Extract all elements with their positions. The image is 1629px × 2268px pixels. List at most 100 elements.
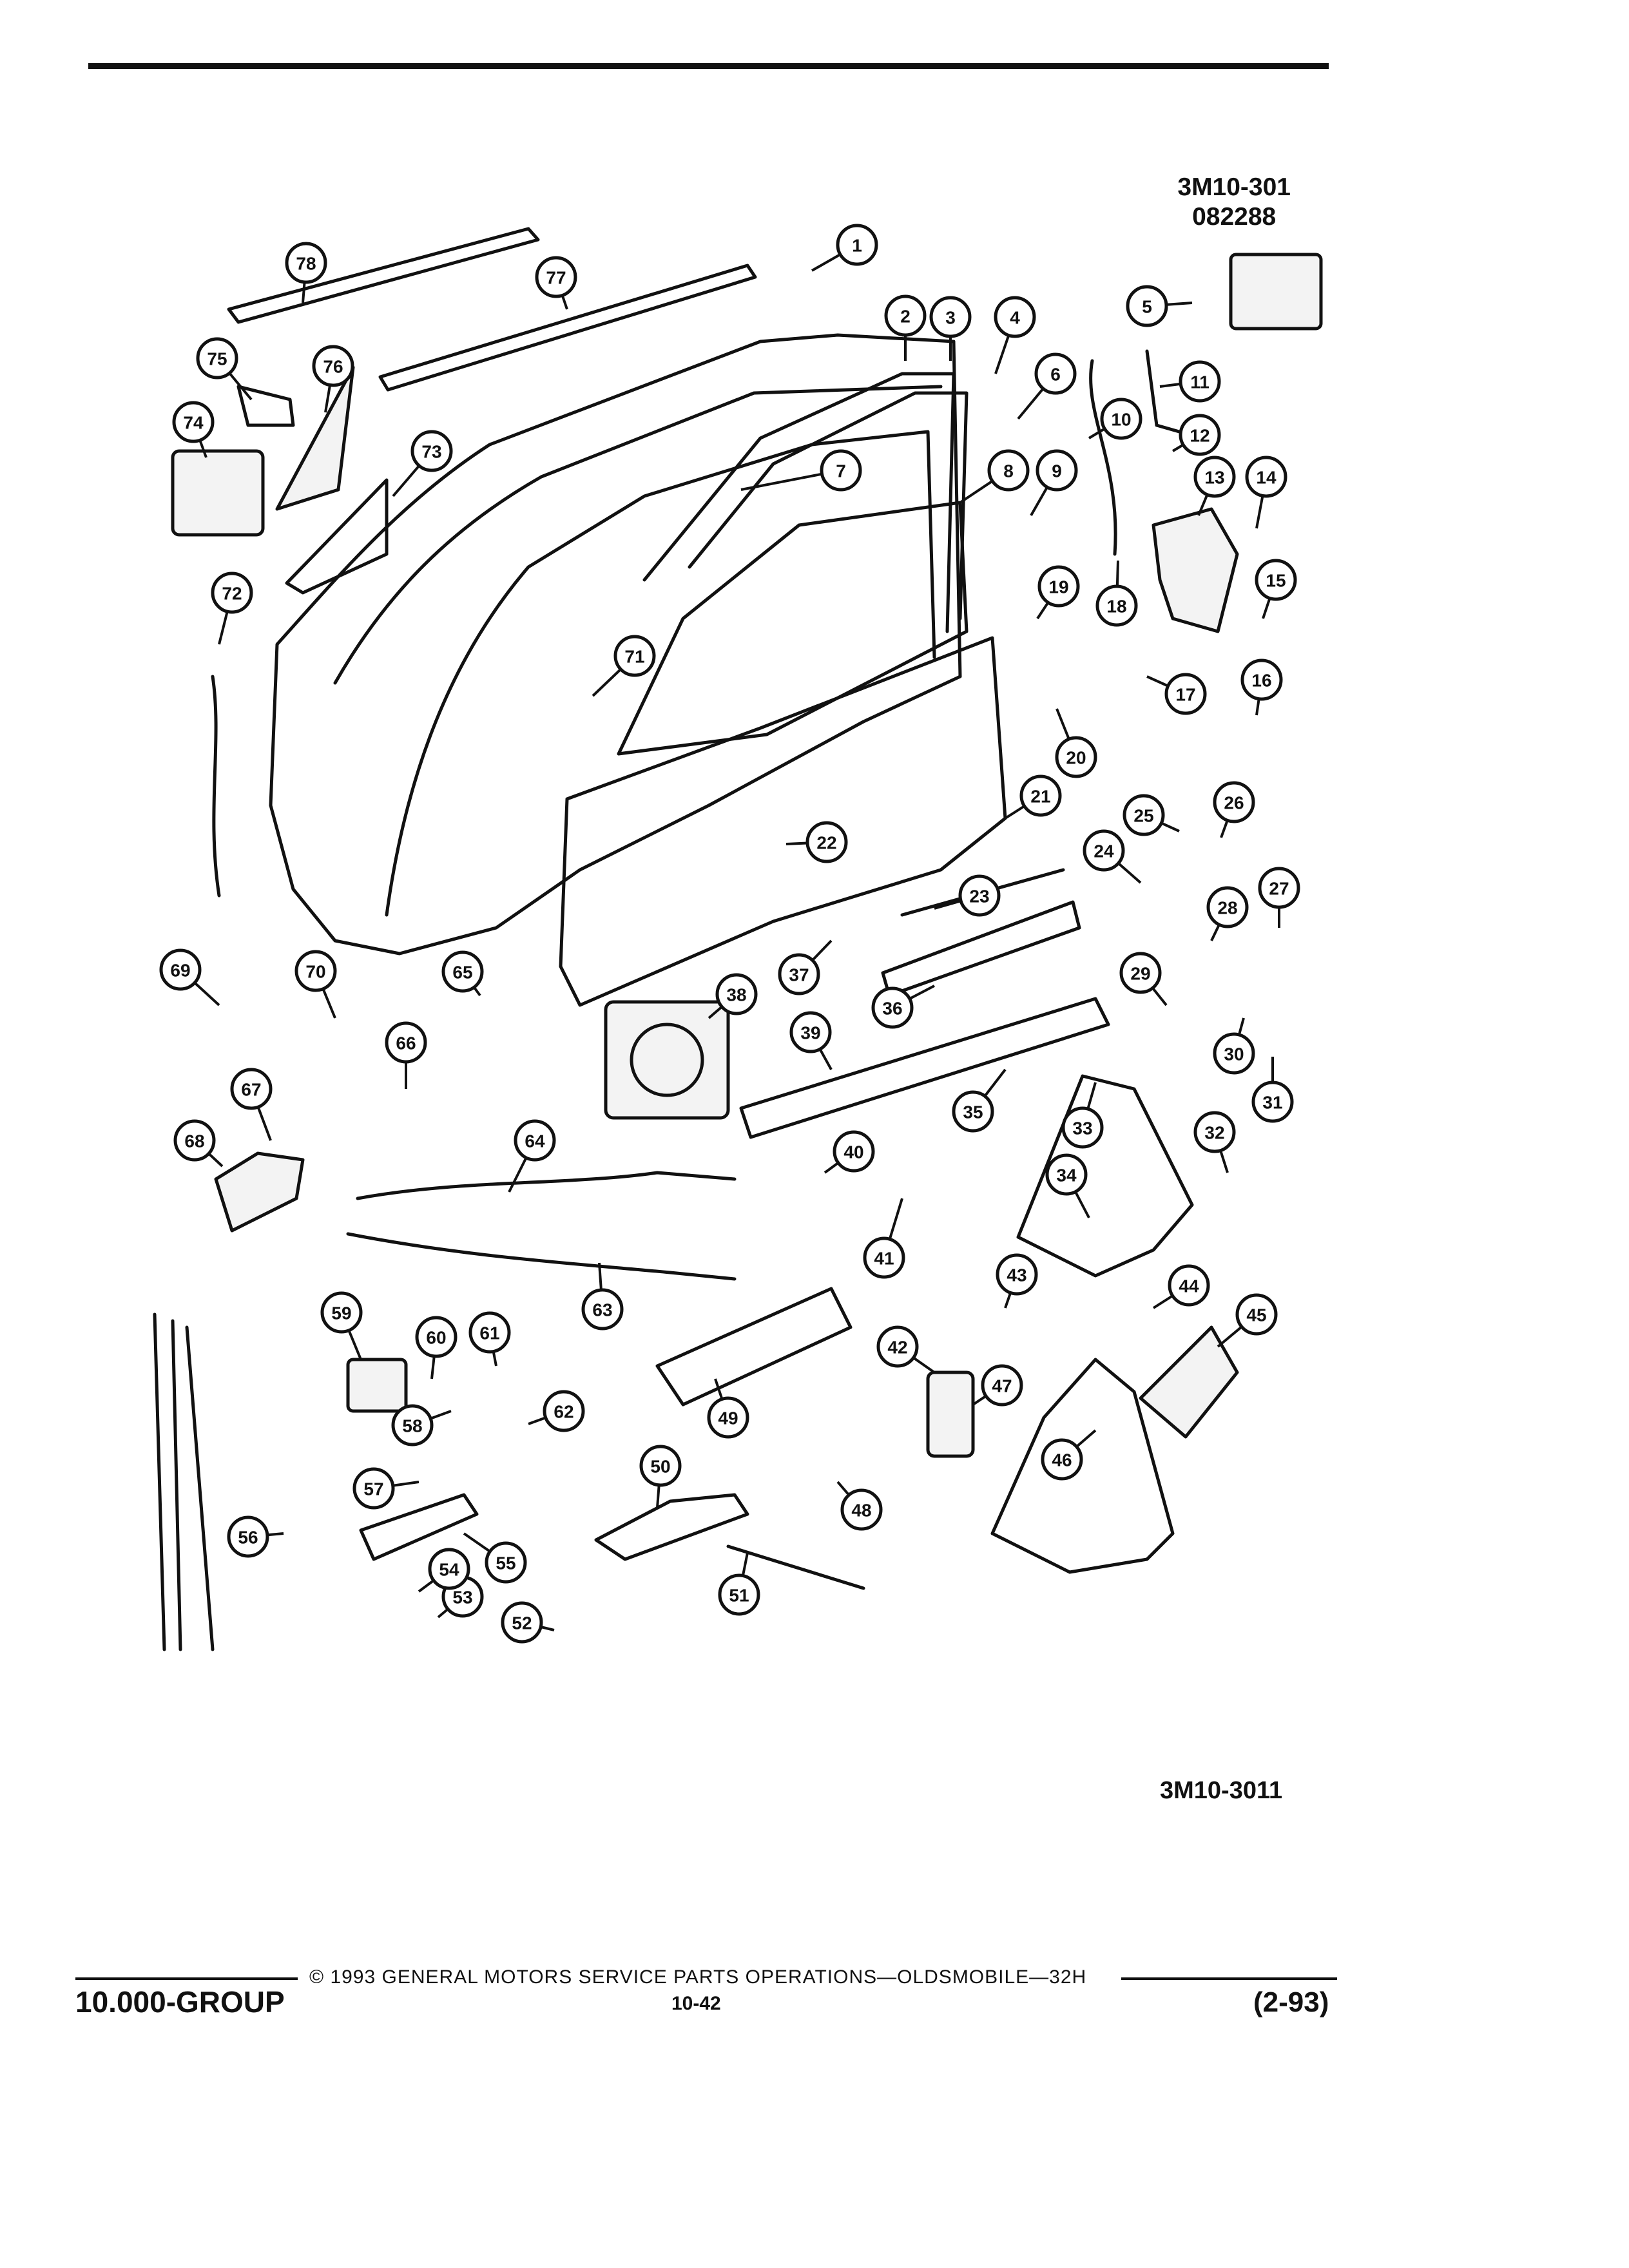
callout-14: 14 bbox=[1245, 456, 1287, 529]
callout-31: 31 bbox=[1251, 1057, 1294, 1123]
callout-circle-15 bbox=[1255, 559, 1297, 601]
callout-circle-22 bbox=[805, 821, 848, 863]
callout-circle-1 bbox=[836, 224, 878, 266]
callout-number-31: 31 bbox=[1262, 1093, 1282, 1113]
callout-circle-31 bbox=[1251, 1081, 1294, 1123]
callout-number-11: 11 bbox=[1190, 372, 1210, 392]
callout-number-14: 14 bbox=[1256, 468, 1277, 488]
callout-75: 75 bbox=[196, 337, 253, 401]
part-38-speaker bbox=[604, 1000, 730, 1120]
callout-67: 67 bbox=[230, 1068, 273, 1141]
callout-39: 39 bbox=[789, 1011, 833, 1070]
part-72-guide bbox=[211, 675, 221, 898]
callout-circle-78 bbox=[285, 242, 327, 284]
callout-27: 27 bbox=[1258, 867, 1300, 928]
callout-51: 51 bbox=[718, 1552, 760, 1616]
part-5-relay bbox=[1229, 253, 1323, 331]
callout-number-47: 47 bbox=[992, 1376, 1012, 1396]
callout-1: 1 bbox=[811, 224, 878, 272]
callout-5: 5 bbox=[1126, 285, 1193, 327]
callout-circle-10 bbox=[1100, 398, 1142, 440]
callout-58: 58 bbox=[391, 1404, 452, 1446]
callout-circle-21 bbox=[1019, 774, 1062, 817]
callout-number-29: 29 bbox=[1130, 964, 1150, 984]
part-34-regulator bbox=[1016, 1074, 1194, 1278]
callout-circle-49 bbox=[707, 1396, 749, 1439]
part-76-glass bbox=[275, 365, 355, 511]
callout-number-16: 16 bbox=[1251, 671, 1271, 691]
callout-circle-46 bbox=[1041, 1438, 1083, 1481]
callout-21: 21 bbox=[1004, 774, 1062, 820]
revision-date: (2-93) bbox=[1253, 1986, 1329, 2018]
callout-circle-18 bbox=[1095, 584, 1138, 627]
part-39-rail bbox=[739, 997, 1110, 1139]
parts-drawing bbox=[153, 227, 1323, 1651]
callout-circle-56 bbox=[227, 1515, 269, 1558]
callout-circle-58 bbox=[391, 1404, 434, 1446]
callout-number-7: 7 bbox=[836, 461, 846, 481]
callout-circle-11 bbox=[1179, 360, 1221, 403]
callout-64: 64 bbox=[508, 1119, 556, 1193]
part-64-cable bbox=[356, 1171, 737, 1200]
callout-66: 66 bbox=[385, 1021, 427, 1089]
callout-number-40: 40 bbox=[843, 1142, 863, 1162]
figure-ref-date: 082288 bbox=[1192, 203, 1277, 231]
callout-number-12: 12 bbox=[1190, 426, 1210, 446]
callout-62: 62 bbox=[528, 1390, 585, 1432]
callout-number-38: 38 bbox=[726, 985, 746, 1005]
callout-circle-69 bbox=[159, 948, 202, 991]
footer-rule-right bbox=[1121, 1977, 1337, 1980]
callout-72: 72 bbox=[211, 572, 253, 645]
callout-circle-17 bbox=[1164, 673, 1207, 715]
part-11-rod bbox=[1145, 349, 1181, 434]
callout-37: 37 bbox=[778, 939, 833, 995]
part-68-handle bbox=[214, 1151, 305, 1233]
callout-number-36: 36 bbox=[882, 999, 902, 1019]
callout-number-49: 49 bbox=[718, 1408, 738, 1428]
callout-circle-20 bbox=[1055, 736, 1097, 778]
callout-number-33: 33 bbox=[1072, 1119, 1092, 1139]
callout-circle-19 bbox=[1037, 565, 1080, 608]
footer-rule-left bbox=[75, 1977, 298, 1980]
callout-number-55: 55 bbox=[496, 1553, 516, 1573]
callout-76: 76 bbox=[312, 345, 354, 413]
callout-number-62: 62 bbox=[554, 1402, 574, 1422]
callout-number-76: 76 bbox=[323, 357, 343, 377]
callout-circle-40 bbox=[833, 1130, 875, 1173]
callout-60: 60 bbox=[415, 1316, 458, 1379]
callout-56: 56 bbox=[227, 1515, 284, 1558]
callout-circle-62 bbox=[543, 1390, 585, 1432]
callout-number-42: 42 bbox=[887, 1338, 907, 1358]
callout-78: 78 bbox=[285, 242, 327, 303]
callout-33: 33 bbox=[1061, 1082, 1104, 1149]
callout-circle-41 bbox=[863, 1236, 905, 1279]
callout-47: 47 bbox=[972, 1364, 1023, 1407]
callout-circle-75 bbox=[196, 337, 238, 380]
callout-15: 15 bbox=[1255, 559, 1297, 619]
callout-48: 48 bbox=[836, 1481, 883, 1531]
callout-number-9: 9 bbox=[1052, 461, 1062, 481]
callout-number-41: 41 bbox=[874, 1249, 894, 1269]
callout-number-56: 56 bbox=[238, 1528, 258, 1548]
callout-circle-14 bbox=[1245, 456, 1287, 498]
callout-circle-66 bbox=[385, 1021, 427, 1064]
callout-number-45: 45 bbox=[1246, 1305, 1266, 1325]
callout-circle-45 bbox=[1235, 1293, 1278, 1336]
callout-number-1: 1 bbox=[852, 236, 862, 256]
callout-25: 25 bbox=[1123, 794, 1180, 836]
callout-circle-72 bbox=[211, 572, 253, 614]
callout-circle-43 bbox=[996, 1253, 1038, 1296]
door-frame-inner bbox=[333, 385, 943, 685]
callout-circle-3 bbox=[929, 296, 972, 338]
callout-number-77: 77 bbox=[546, 268, 566, 288]
callout-circle-38 bbox=[715, 973, 758, 1015]
callout-circle-27 bbox=[1258, 867, 1300, 909]
callout-number-71: 71 bbox=[624, 647, 644, 667]
callout-29: 29 bbox=[1119, 952, 1168, 1006]
callout-circle-9 bbox=[1036, 449, 1078, 492]
callout-34: 34 bbox=[1045, 1153, 1090, 1218]
callout-number-48: 48 bbox=[851, 1501, 871, 1521]
part-73-mirror bbox=[285, 478, 389, 595]
part-74-module bbox=[171, 449, 265, 537]
